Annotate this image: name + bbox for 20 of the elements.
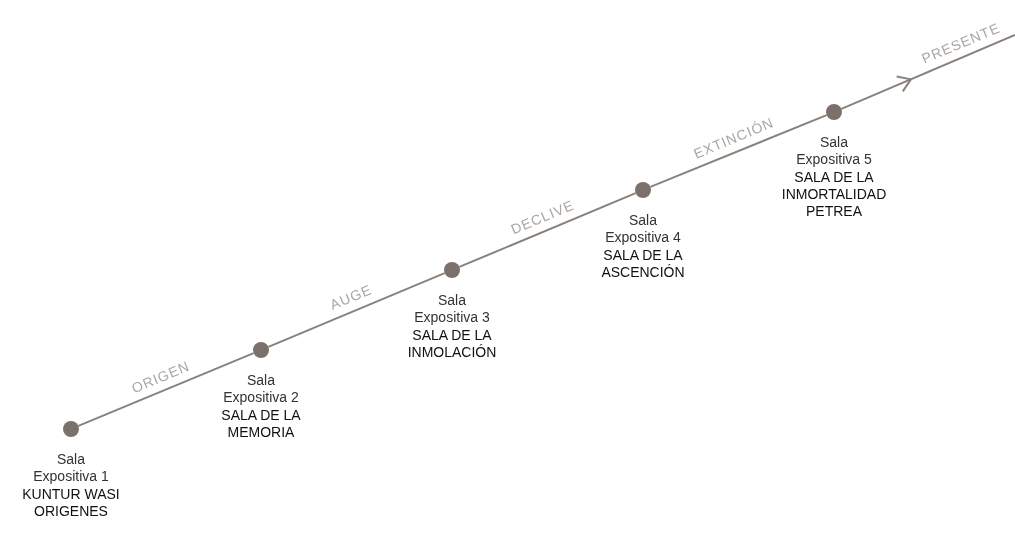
room-name: KUNTUR WASI ORIGENES: [21, 486, 121, 520]
timeline-dot: [444, 262, 460, 278]
room-number: Sala Expositiva 2: [222, 372, 300, 406]
room-name: SALA DE LA MEMORIA: [220, 407, 302, 441]
timeline-line: [649, 114, 828, 188]
room-name: SALA DE LA INMORTALIDAD PETREA: [780, 169, 888, 220]
room-number: Sala Expositiva 1: [32, 451, 110, 485]
timeline-dot: [63, 421, 79, 437]
timeline-dot: [826, 104, 842, 120]
timeline-line: [458, 192, 637, 268]
room-name: SALA DE LA INMOLACIÓN: [406, 327, 498, 361]
timeline-dot: [253, 342, 269, 358]
room-number: Sala Expositiva 4: [604, 212, 682, 246]
arrow: [840, 34, 1015, 110]
timeline-dot: [635, 182, 651, 198]
room-name: SALA DE LA ASCENCIÓN: [600, 247, 686, 281]
timeline-line: [267, 272, 446, 348]
room-number: Sala Expositiva 5: [795, 134, 873, 168]
room-number: Sala Expositiva 3: [413, 292, 491, 326]
timeline-line: [77, 352, 255, 427]
